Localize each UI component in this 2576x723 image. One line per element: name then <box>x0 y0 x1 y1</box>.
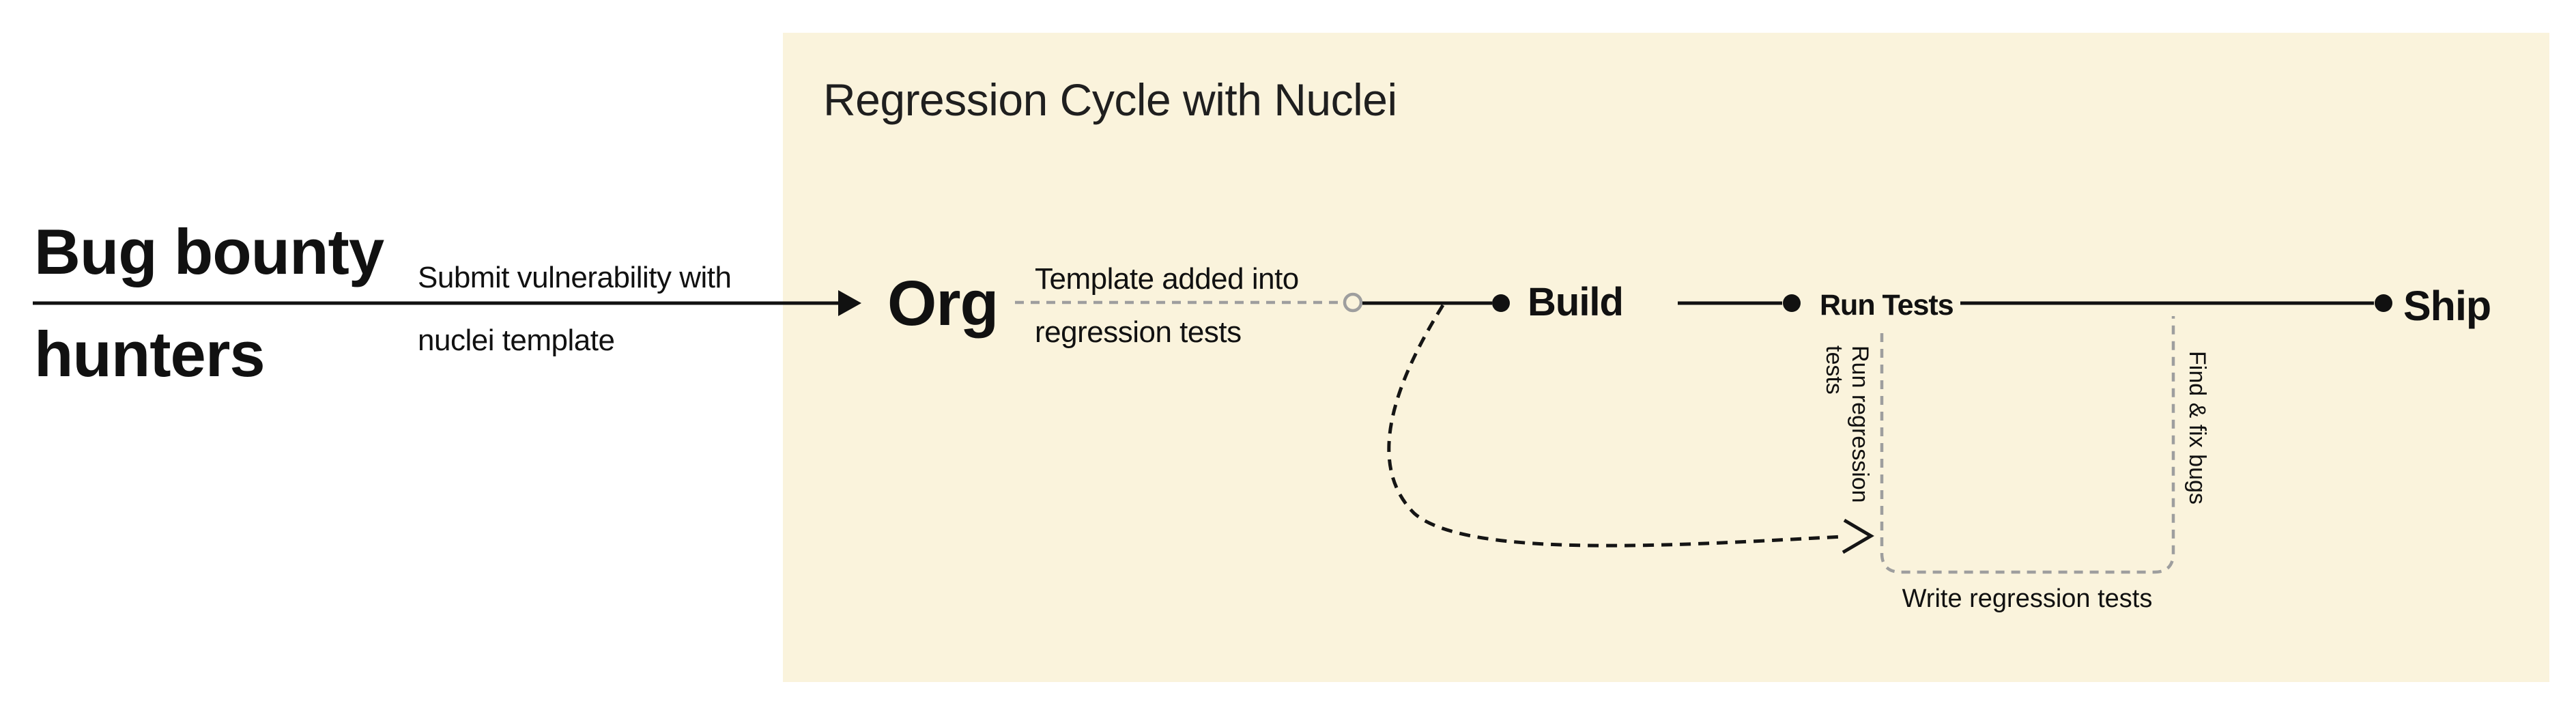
write-regression-tests-label: Write regression tests <box>1902 584 2153 613</box>
node-org: Org <box>887 268 999 339</box>
submit-arrow-label-line2: nuclei template <box>418 324 615 357</box>
node-run-tests: Run Tests <box>1820 289 1954 322</box>
template-added-label-line2: regression tests <box>1035 315 1242 349</box>
submit-arrow-label-line1: Submit vulnerability with <box>418 261 732 294</box>
run-regression-vertical-line1: Run regression <box>1847 345 1873 503</box>
regression-cycle-panel <box>783 33 2549 682</box>
panel-title: Regression Cycle with Nuclei <box>823 74 1397 125</box>
run-regression-tests-vertical-label: Run regression tests <box>1821 345 1873 503</box>
actor-heading-line2: hunters <box>34 318 266 390</box>
actor-heading-line1: Bug bounty <box>34 216 384 287</box>
find-fix-bugs-vertical-label: Find & fix bugs <box>2184 351 2210 505</box>
run-regression-vertical-line2: tests <box>1821 345 1847 395</box>
template-added-label-line1: Template added into <box>1035 262 1299 296</box>
node-build: Build <box>1528 280 1624 324</box>
node-ship: Ship <box>2403 283 2491 329</box>
